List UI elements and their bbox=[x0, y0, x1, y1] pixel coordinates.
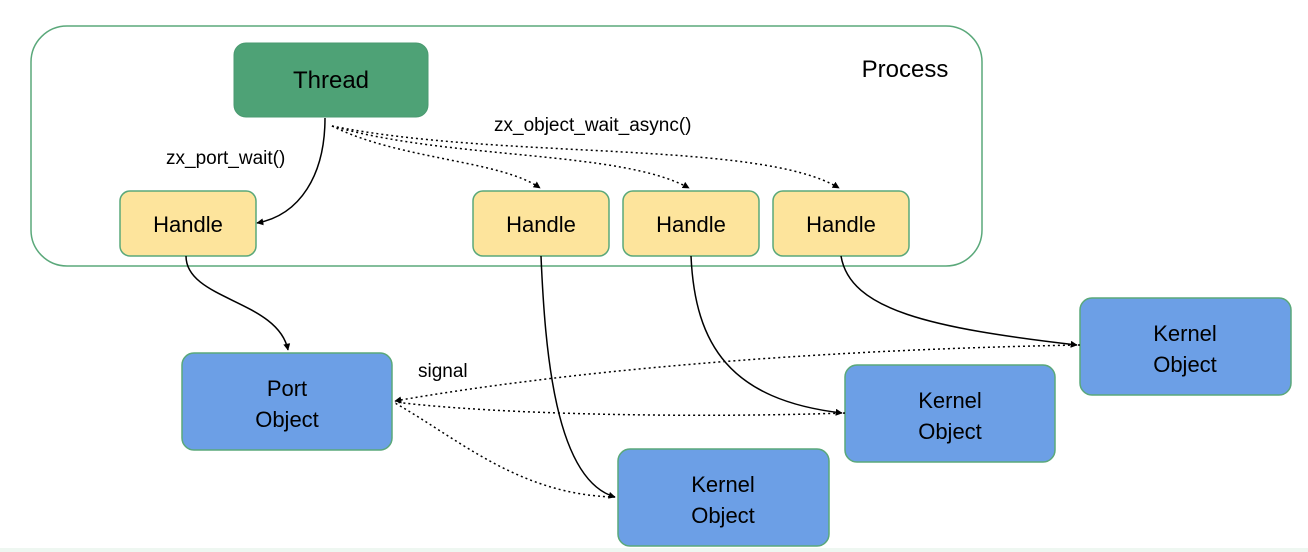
port-object-line1: Port bbox=[267, 376, 307, 401]
handle-to-kernel-edge bbox=[840, 255, 1078, 348]
thread-label: Thread bbox=[293, 67, 369, 94]
handle-label: Handle bbox=[656, 212, 726, 237]
handle-to-port-edge bbox=[185, 255, 291, 351]
port-object-line2: Object bbox=[255, 407, 319, 432]
wait-async-edge bbox=[331, 125, 690, 189]
signal-label: signal bbox=[418, 361, 468, 382]
signal-edge bbox=[394, 402, 616, 498]
port-wait-label: zx_port_wait() bbox=[166, 148, 285, 169]
kernel-object-line1: Kernel bbox=[691, 472, 755, 497]
handle-label: Handle bbox=[153, 212, 223, 237]
kernel-object-line1: Kernel bbox=[918, 388, 982, 413]
port-object-node: Port Object bbox=[181, 352, 393, 451]
kernel-object-line2: Object bbox=[918, 419, 982, 444]
handle-node: Handle bbox=[772, 190, 910, 257]
wait-async-label: zx_object_wait_async() bbox=[494, 115, 691, 136]
signal-edge bbox=[394, 344, 1081, 404]
process-label: Process bbox=[862, 56, 949, 83]
signal-edge bbox=[394, 401, 846, 417]
handle-to-kernel-edge bbox=[690, 255, 843, 416]
kernel-object-node: Kernel Object bbox=[1079, 297, 1292, 396]
port-wait-edge bbox=[256, 117, 326, 226]
kernel-object-line2: Object bbox=[691, 503, 755, 528]
handle-node: Handle bbox=[119, 190, 257, 257]
kernel-object-node: Kernel Object bbox=[844, 364, 1056, 463]
handle-label: Handle bbox=[806, 212, 876, 237]
kernel-object-line2: Object bbox=[1153, 352, 1217, 377]
bottom-rule bbox=[0, 548, 1308, 552]
handle-node: Handle bbox=[472, 190, 610, 257]
kernel-object-node: Kernel Object bbox=[617, 448, 830, 547]
thread-node: Thread bbox=[233, 42, 429, 118]
handle-node: Handle bbox=[622, 190, 760, 257]
handle-label: Handle bbox=[506, 212, 576, 237]
kernel-object-line1: Kernel bbox=[1153, 321, 1217, 346]
handle-to-kernel-edge bbox=[540, 255, 616, 499]
